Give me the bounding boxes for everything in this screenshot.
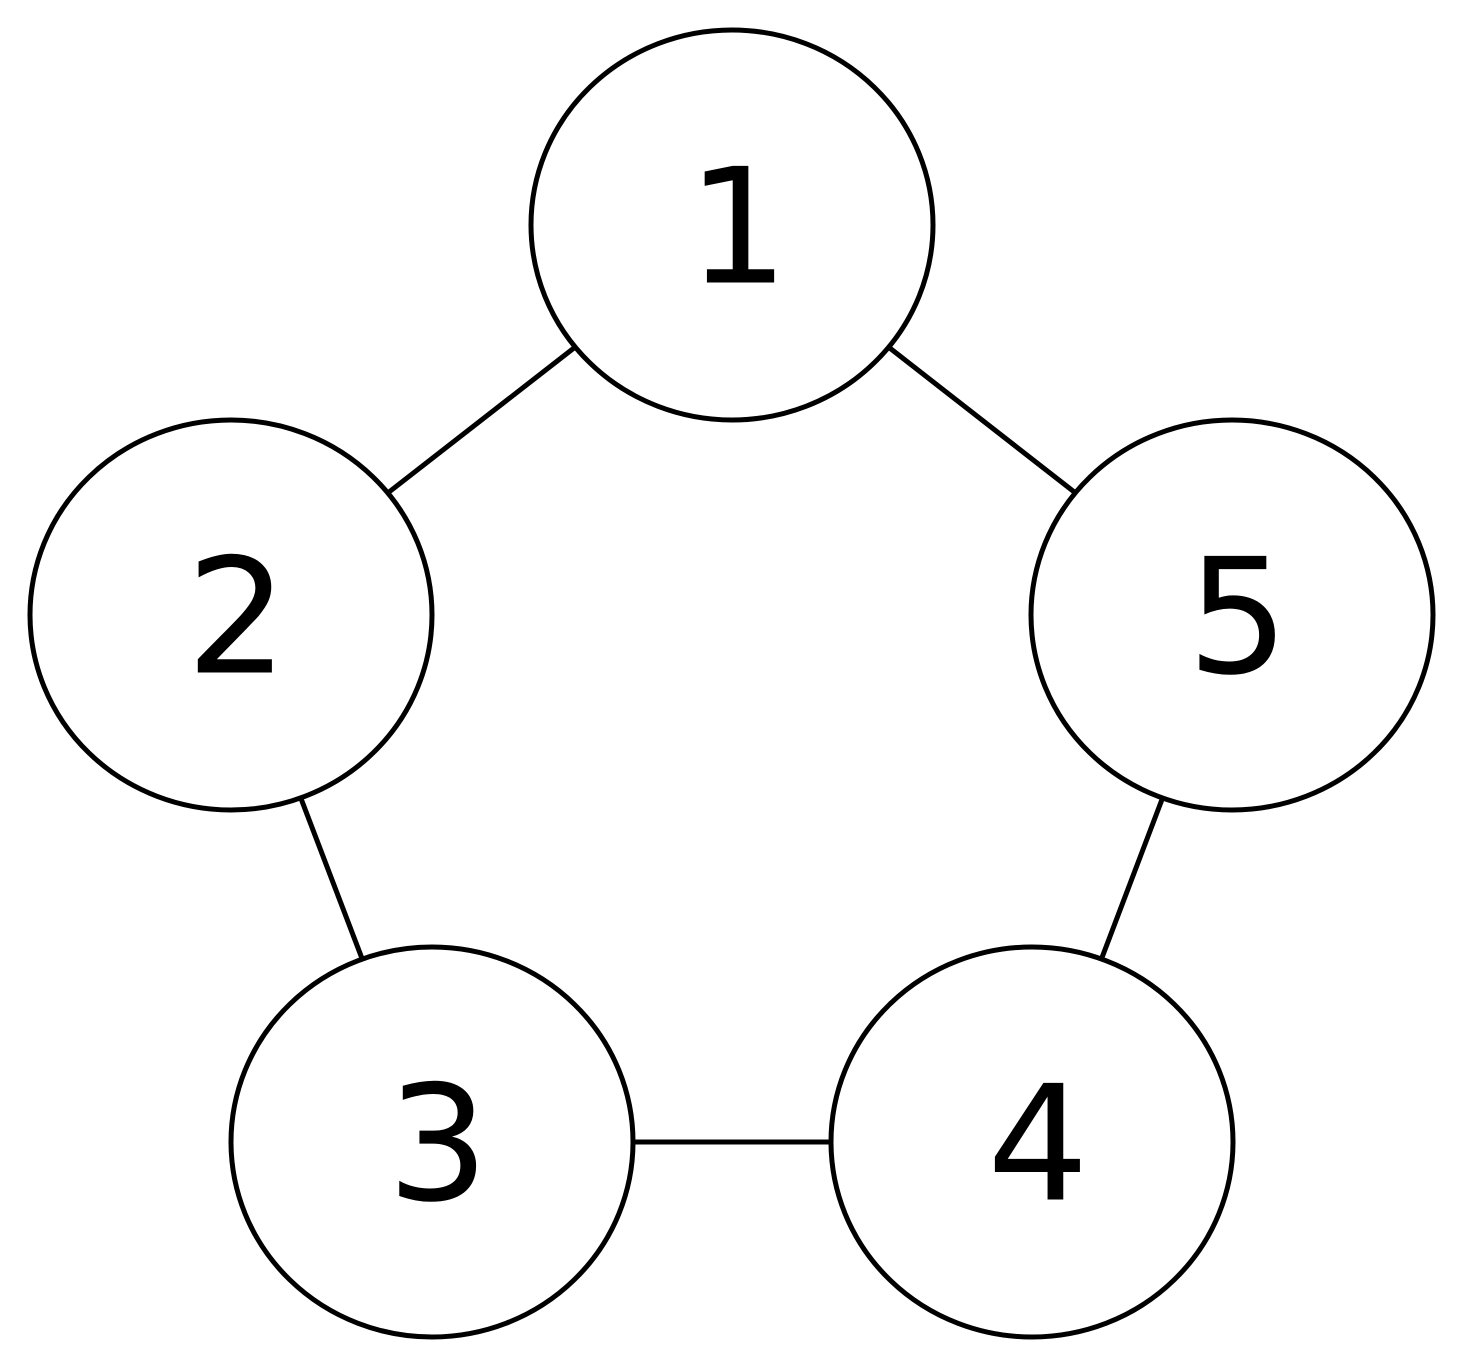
node-5: 5 (1028, 417, 1436, 813)
node-label: 5 (1187, 524, 1289, 711)
node-circle (528, 27, 936, 423)
node-1: 1 (528, 27, 936, 423)
node-circle (828, 944, 1236, 1340)
node-label: 3 (387, 1051, 489, 1238)
node-3: 3 (228, 944, 636, 1340)
node-label: 1 (687, 134, 789, 321)
node-4: 4 (828, 944, 1236, 1340)
node-2: 2 (27, 417, 435, 813)
node-label: 2 (186, 524, 288, 711)
node-circle (27, 417, 435, 813)
node-circle (1028, 417, 1436, 813)
node-label: 4 (987, 1051, 1089, 1238)
graph-nodes: 1 2 3 4 5 (27, 27, 1436, 1340)
node-circle (228, 944, 636, 1340)
